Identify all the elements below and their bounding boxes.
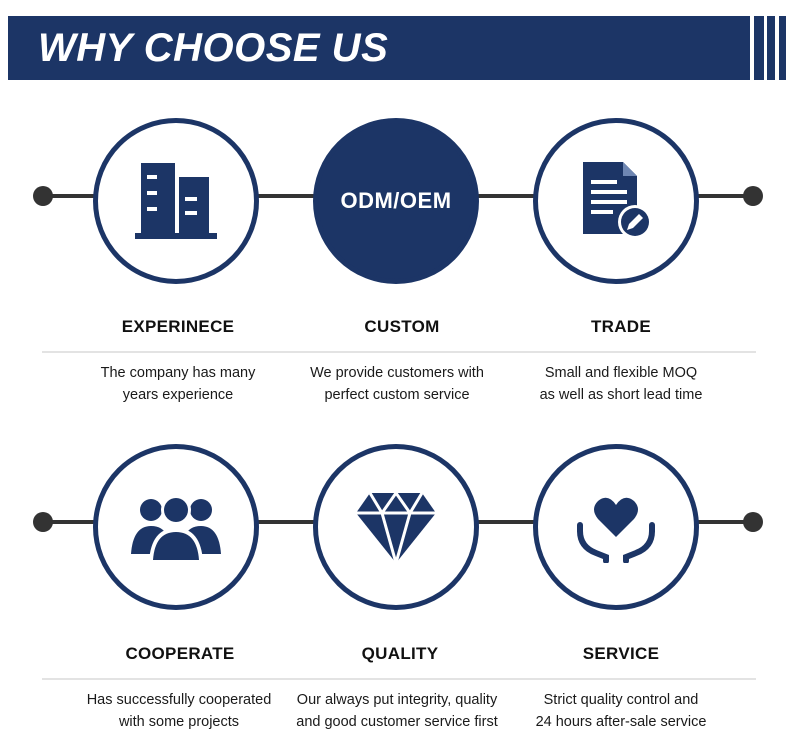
document-edit-icon	[583, 162, 652, 239]
diamond-icon	[356, 491, 436, 563]
connector-dot	[743, 512, 763, 532]
feature-circle-cooperate	[93, 444, 259, 610]
page-title: WHY CHOOSE US	[38, 26, 389, 70]
feature-title: TRADE	[590, 317, 652, 336]
heart-hands-icon	[577, 497, 655, 563]
connector-dot	[743, 186, 763, 206]
feature-description: Our always put integrity, quality and go…	[296, 692, 498, 730]
feature-description: Has successfully cooperated with some pr…	[86, 692, 272, 730]
people-group-icon	[131, 495, 221, 562]
feature-circle-custom: ODM/OEM	[313, 118, 479, 284]
feature-title: COOPERATE	[125, 644, 235, 663]
feature-description: Strict quality control and 24 hours afte…	[535, 692, 707, 730]
feature-description: We provide customers with perfect custom…	[310, 365, 484, 403]
feature-title: SERVICE	[582, 644, 660, 663]
feature-circle-service	[533, 444, 699, 610]
feature-description: The company has many years experience	[100, 365, 256, 403]
feature-title: EXPERINECE	[121, 317, 235, 336]
divider	[42, 678, 756, 680]
building-icon	[135, 163, 217, 239]
feature-circle-trade	[533, 118, 699, 284]
feature-circle-experience	[93, 118, 259, 284]
banner-stripe	[767, 16, 775, 80]
connector-dot	[33, 186, 53, 206]
odm-oem-label: ODM/OEM	[340, 188, 452, 213]
banner-stripe	[754, 16, 764, 80]
feature-circle-quality	[313, 444, 479, 610]
feature-title: QUALITY	[361, 644, 439, 663]
header-banner: WHY CHOOSE US	[8, 16, 750, 80]
divider	[42, 351, 756, 353]
banner-stripe	[779, 16, 786, 80]
connector-dot	[33, 512, 53, 532]
feature-title: CUSTOM	[364, 317, 440, 336]
feature-description: Small and flexible MOQ as well as short …	[539, 365, 703, 403]
